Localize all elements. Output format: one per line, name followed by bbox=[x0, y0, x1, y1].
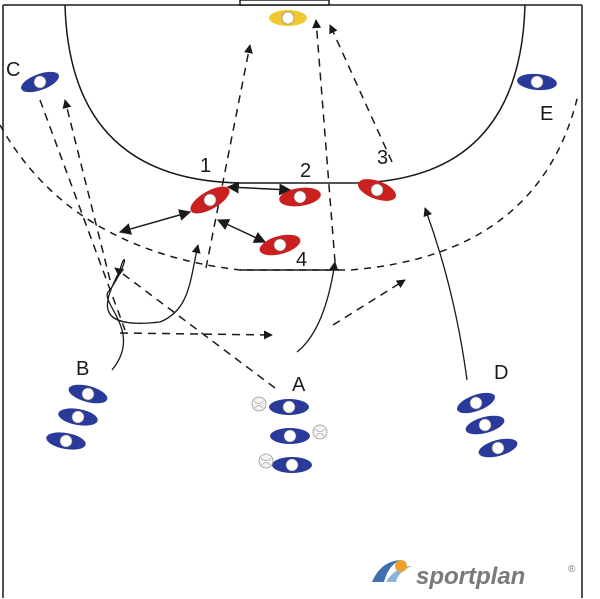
pass-arrow-horizontal bbox=[119, 330, 273, 340]
ball-icon bbox=[251, 396, 267, 412]
defender-1 bbox=[190, 186, 230, 214]
label-defender-2: 2 bbox=[300, 160, 311, 182]
label-b: B bbox=[76, 358, 89, 380]
shot-arrow-center bbox=[312, 19, 336, 263]
goal-area-line bbox=[64, 4, 526, 184]
run-arrow-a bbox=[296, 261, 339, 353]
label-defender-1: 1 bbox=[200, 155, 211, 177]
attacker-group-d bbox=[457, 392, 518, 458]
free-throw-line bbox=[0, 94, 579, 271]
logo-text: sportplan bbox=[416, 563, 525, 590]
balls bbox=[251, 396, 328, 469]
pass-arrow-a-right bbox=[332, 279, 406, 326]
shot-arrow-left bbox=[205, 44, 253, 269]
attacker-c bbox=[21, 71, 59, 93]
label-defender-3: 3 bbox=[377, 147, 388, 169]
defence-link-1-left bbox=[118, 209, 192, 235]
label-e: E bbox=[540, 103, 553, 125]
ball-icon bbox=[312, 424, 328, 440]
defence-link-1-2 bbox=[226, 181, 292, 196]
ball-icon bbox=[258, 453, 274, 469]
defender-4 bbox=[259, 234, 301, 256]
pass-arrow-a-to-b bbox=[114, 267, 276, 389]
shot-arrow-right bbox=[329, 24, 393, 163]
court-boundary bbox=[2, 4, 583, 598]
pass-arrow-c-up bbox=[62, 99, 111, 281]
sportplan-logo: sportplan ® bbox=[372, 560, 576, 590]
logo-swoosh-icon bbox=[372, 560, 412, 582]
defender-2 bbox=[279, 187, 321, 207]
label-d: D bbox=[494, 362, 508, 384]
defence-link-1-4 bbox=[216, 219, 267, 243]
run-arrow-d bbox=[423, 207, 468, 381]
run-arrow-b bbox=[106, 244, 201, 371]
attacker-group-b bbox=[46, 384, 108, 450]
attacker-group-a bbox=[269, 399, 312, 473]
goalkeeper bbox=[269, 10, 307, 26]
goal bbox=[239, 0, 330, 6]
defender-3 bbox=[357, 179, 397, 201]
arrows bbox=[39, 19, 468, 389]
label-c: C bbox=[6, 59, 20, 81]
label-a: A bbox=[292, 374, 306, 396]
label-defender-4: 4 bbox=[296, 249, 307, 271]
attacker-e bbox=[517, 73, 557, 91]
logo-registered: ® bbox=[568, 564, 576, 575]
